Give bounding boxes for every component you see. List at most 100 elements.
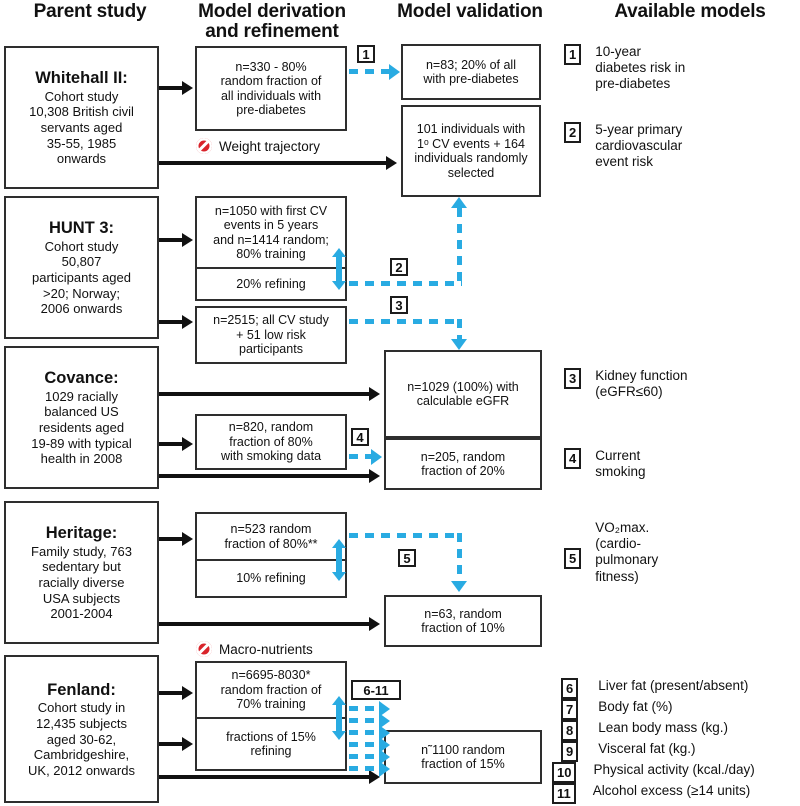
column-header-model-validation: Model validation [397,1,543,22]
dashed-flow-2-vertical [457,208,462,286]
arrow-fenland-to-refining [159,742,184,746]
column-header-model-derivation: Model derivation and refinement [198,1,346,42]
legend-number: 3 [564,368,582,389]
parent-study-box-hunt3: HUNT 3:Cohort study 50,807 participants … [4,196,159,339]
study-body: Cohort study in 12,435 subjects aged 30-… [28,700,135,778]
double-arrow-heritage-train-refine [332,539,346,581]
flow-tag-3: 3 [390,296,408,314]
legend-label: Alcohol excess (≥14 units) [592,783,751,798]
arrow-whitehall-to-derivation [159,86,184,90]
flow-tag-4: 4 [351,428,369,446]
legend-item-6: 6 Liver fat (present/absent) [561,678,748,699]
arrowhead-down [332,281,346,290]
box-text: n=1029 (100%) with calculable eGFR [407,379,519,409]
legend-label: Current smoking [595,448,646,480]
arrowhead [369,617,380,631]
study-title: Fenland: [47,680,116,699]
derivation-box-heritage-training: n=523 random fraction of 80%** [195,512,347,561]
study-body: Cohort study 50,807 participants aged >2… [31,238,131,317]
flow-tag-2: 2 [390,258,408,276]
study-title: Whitehall II: [35,69,128,88]
arrowhead-right [379,761,390,777]
dashed-flow-5-vertical [457,533,462,583]
arrowhead [369,469,380,483]
arrowhead-right [379,713,390,729]
box-text: 20% refining [236,276,306,291]
study-body: Family study, 763 sedentary but racially… [31,543,132,622]
flow-tag-5: 5 [398,549,416,567]
legend-label: Physical activity (kcal./day) [593,762,755,777]
box-text: n=83; 20% of all with pre-diabetes [423,57,519,87]
arrow-hunt-to-allcv [159,320,184,324]
validation-box-whitehall: n=83; 20% of all with pre-diabetes [401,44,541,100]
arrow-fenland-to-training [159,691,184,695]
legend-item-11: 11 Alcohol excess (≥14 units) [552,783,750,804]
box-text: n=205, random fraction of 20% [420,449,506,479]
arrowhead [182,315,193,329]
flow-tag-1: 1 [357,45,375,63]
excluded-weight-trajectory: Weight trajectory [196,138,320,154]
legend-item-3: 3 Kidney function (eGFR≤60) [564,368,688,400]
arrow-covance-to-smoking-derivation [159,442,184,446]
dashed-flow-9 [349,742,383,747]
box-text: n=1050 with first CV events in 5 years a… [213,203,329,262]
legend-number: 5 [564,548,582,569]
legend-item-4: 4 Current smoking [564,448,646,480]
legend-item-8: 8 Lean body mass (kg.) [561,720,728,741]
double-arrow-hunt-train-refine [332,248,346,290]
legend-item-9: 9 Visceral fat (kg.) [561,741,696,762]
arrowhead-right [379,701,390,717]
box-text: n=2515; all CV study + 51 low risk parti… [213,313,329,357]
arrowhead [386,156,397,170]
derivation-box-fenland-training: n=6695-8030* random fraction of 70% trai… [195,661,347,719]
box-text: n=523 random fraction of 80%** [224,522,318,551]
box-text: 10% refining [236,571,306,586]
study-title: HUNT 3: [48,219,115,238]
dashed-flow-1 [349,69,391,74]
arrowhead [369,387,380,401]
arrow-fenland-to-validation [159,775,371,779]
parent-study-box-whitehall: Whitehall II:Cohort study 10,308 British… [4,46,159,189]
excluded-label: Weight trajectory [219,138,321,154]
derivation-box-hunt-refining: 20% refining [195,267,347,301]
arrowhead-right [371,449,382,465]
derivation-box-whitehall: n=330 - 80% random fraction of all indiv… [195,46,347,131]
legend-item-1: 1 10-year diabetes risk in pre-diabetes [564,44,685,93]
box-text: 101 individuals with 1ᵒ CV events + 164 … [414,122,528,180]
study-title: Heritage: [45,524,118,543]
validation-box-heritage: n=63, random fraction of 10% [384,595,542,647]
arrowhead [182,737,193,751]
arrow-covance-to-smoking-validation [159,474,371,478]
arrow-whitehall-to-cv-validation [159,161,387,165]
dashed-flow-4 [349,454,373,459]
legend-item-5: 5 VO₂max. (cardio- pulmonary fitness) [564,520,658,585]
legend-item-7: 7 Body fat (%) [561,699,673,720]
double-arrow-fenland-train-refine [332,696,346,740]
excluded-macro-nutrients: Macro-nutrients [196,641,313,657]
legend-number: 6 [561,678,579,699]
legend-number: 10 [552,762,577,783]
parent-study-box-fenland: Fenland:Cohort study in 12,435 subjects … [4,655,159,803]
box-text: n=820, random fraction of 80% with smoki… [220,420,322,464]
parent-study-box-covance: Covance:1029 racially balanced US reside… [4,346,159,489]
arrowhead-up [332,539,346,548]
legend-item-2: 2 5-year primary cardiovascular event ri… [564,122,682,171]
validation-box-smoking: n=205, random fraction of 20% [384,438,542,490]
legend-number: 7 [561,699,579,720]
no-entry-icon [196,641,212,657]
arrowhead-right [389,64,400,80]
derivation-box-heritage-refining: 10% refining [195,559,347,598]
arrowhead [182,437,193,451]
arrowhead-down [332,572,346,581]
arrowhead-right [379,737,390,753]
legend-number: 8 [561,720,579,741]
column-header-parent-study: Parent study [33,1,147,22]
arrowhead-up [332,248,346,257]
arrowhead-right [379,725,390,741]
dashed-flow-8 [349,730,383,735]
dashed-flow-3-vertical [457,319,462,341]
arrowhead [182,233,193,247]
derivation-box-hunt-allcv: n=2515; all CV study + 51 low risk parti… [195,306,347,364]
dashed-flow-10 [349,754,383,759]
